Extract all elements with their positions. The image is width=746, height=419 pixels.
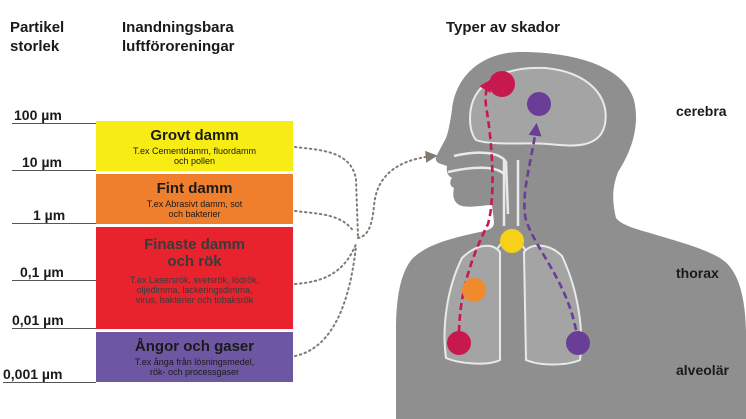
region-label-cerebra: cerebra xyxy=(676,103,727,119)
band-title: Grovt damm xyxy=(150,127,239,144)
band-finest-dust-smoke: Finaste damm och rök T.ex Lasersrök, sve… xyxy=(96,227,293,329)
particle-size-header: Partikel storlek xyxy=(10,18,64,56)
band-description: T.ex ånga från lösningsmedel, rök- och p… xyxy=(134,357,255,377)
size-tick-line xyxy=(12,223,96,224)
particle-size-header-line2: storlek xyxy=(10,38,60,55)
band-title: Fint damm xyxy=(156,180,233,197)
size-tick-line xyxy=(12,280,96,281)
band-description: T.ex Lasersrök, svetsrök, lödrök, oljedi… xyxy=(129,275,260,305)
dot-crimson-alveoli xyxy=(447,331,471,355)
dot-orange-bronchi xyxy=(462,278,486,302)
size-tick-line xyxy=(12,123,96,124)
band-vapors-gases: Ångor och gaser T.ex ånga från lösningsm… xyxy=(96,332,293,382)
nasal-airway xyxy=(447,151,510,215)
band-description: T.ex Cementdamm, fluordamm och pollen xyxy=(132,146,257,166)
band-description: T.ex Abrasivt damm, sot och bakterier xyxy=(146,199,243,219)
right-lung xyxy=(522,244,583,366)
dot-crimson-brain xyxy=(489,71,515,97)
size-tick-line xyxy=(3,382,96,383)
pollutants-header-line1: Inandningsbara xyxy=(122,19,234,36)
band-fine-dust: Fint damm T.ex Abrasivt damm, sot och ba… xyxy=(96,174,293,224)
band-coarse-dust: Grovt damm T.ex Cementdamm, fluordamm oc… xyxy=(96,121,293,171)
flow-path-fine xyxy=(294,210,355,233)
band-title: Finaste damm och rök xyxy=(144,236,245,270)
dot-purple-brain xyxy=(527,92,551,116)
size-label-10um: 10 µm xyxy=(22,154,62,170)
damage-types-header: Typer av skador xyxy=(446,18,560,37)
region-label-thorax: thorax xyxy=(676,265,719,281)
band-title: Ångor och gaser xyxy=(134,338,255,355)
flow-path-gases xyxy=(294,245,357,357)
size-label-0-001um: 0,001 µm xyxy=(3,366,63,382)
size-tick-line xyxy=(12,170,96,171)
size-label-1um: 1 µm xyxy=(33,207,66,223)
flow-path-coarse xyxy=(294,146,359,237)
pollutants-header-line2: luftföroreningar xyxy=(122,38,235,55)
flow-path-to-mouth xyxy=(357,150,438,239)
damage-types-header-text: Typer av skador xyxy=(446,19,560,36)
size-label-0-01um: 0,01 µm xyxy=(12,312,64,328)
dot-purple-alveoli xyxy=(566,331,590,355)
size-label-100um: 100 µm xyxy=(14,107,62,123)
purple-particle-path xyxy=(523,122,578,331)
size-tick-line xyxy=(12,328,96,329)
particle-size-header-line1: Partikel xyxy=(10,19,65,36)
dot-yellow-trachea xyxy=(500,229,524,253)
size-label-0-1um: 0,1 µm xyxy=(20,264,64,280)
region-label-alveolar: alveolär xyxy=(676,362,729,378)
flow-path-finest xyxy=(294,243,357,285)
pollutants-header: Inandningsbara luftföroreningar xyxy=(122,18,235,56)
trachea xyxy=(502,160,520,226)
